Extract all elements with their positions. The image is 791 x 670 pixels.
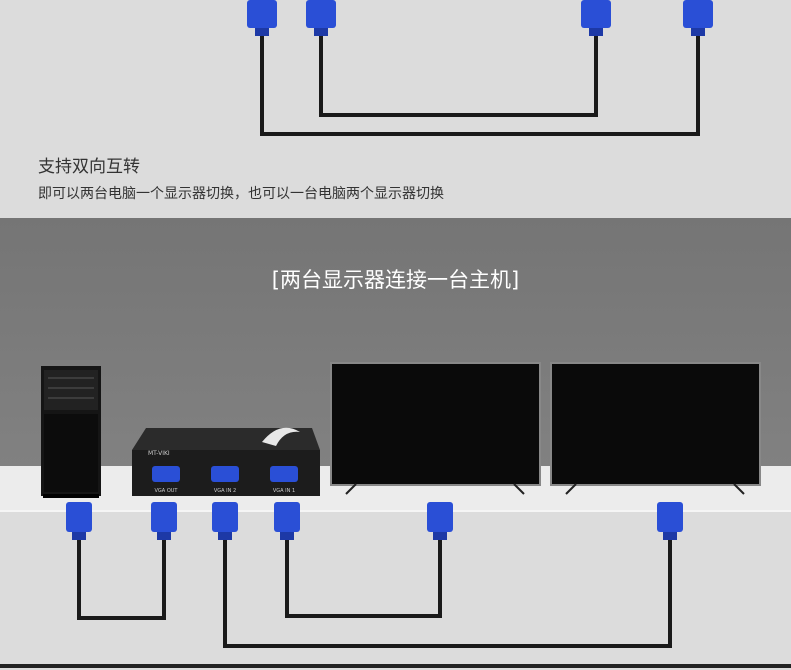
vga-connector-icon: [581, 0, 611, 36]
vga-connector-icon: [247, 0, 277, 36]
vga-connector-icon: [151, 502, 177, 540]
vga-connector-icon: [427, 502, 453, 540]
floor-panel: [0, 510, 791, 670]
vga-connector-icon: [274, 502, 300, 540]
monitor-icon: [330, 362, 541, 495]
port-label-vga-out: VGA OUT: [155, 488, 179, 494]
vga-connector-icon: [306, 0, 336, 36]
scene-title: [两台显示器连接一台主机]: [271, 268, 520, 292]
vga-switch-icon: MT-VIKI VGA OUT VGA IN 2 VGA IN 1: [132, 427, 320, 496]
switch-brand-label: MT-VIKI: [148, 450, 170, 457]
port-label-vga-in-2: VGA IN 2: [214, 488, 236, 494]
feature-description: 即可以两台电脑一个显示器切换，也可以一台电脑两个显示器切换: [38, 186, 444, 202]
feature-title: 支持双向互转: [38, 157, 140, 177]
pc-tower-icon: [41, 366, 101, 498]
vga-connector-icon: [657, 502, 683, 540]
monitor-icon: [550, 362, 761, 495]
bottom-rule: [0, 664, 791, 668]
vga-connector-icon: [66, 502, 92, 540]
vga-connector-icon: [683, 0, 713, 36]
top-panel: [0, 0, 791, 218]
vga-connector-icon: [212, 502, 238, 540]
port-label-vga-in-1: VGA IN 1: [273, 488, 295, 494]
top-cable-diagram: [247, 0, 713, 136]
